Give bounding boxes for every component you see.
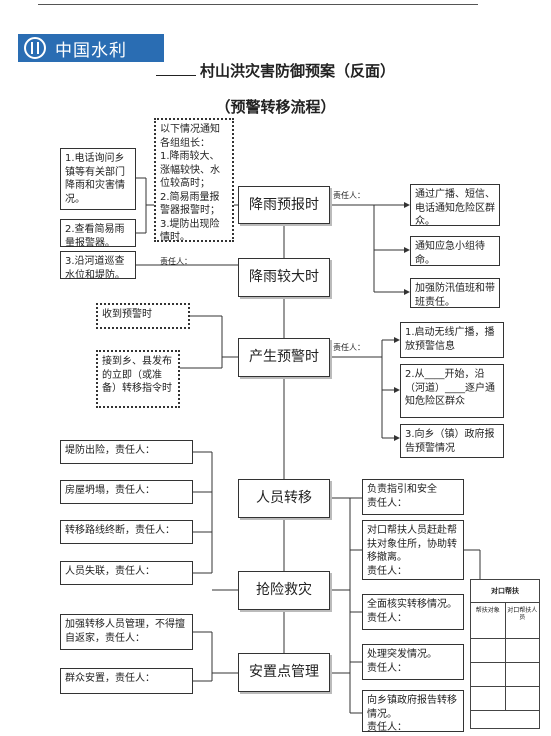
title-text: 村山洪灾害防御预案（反面）: [199, 62, 395, 80]
page-title: 村山洪灾害防御预案（反面）: [0, 60, 551, 81]
strengthen-text: 加强转移人员管理，不得擅自返家，责任人：: [65, 619, 185, 644]
phone-inquiry-box: 1.电话询问乡镇等有关部门降雨和灾害情况。: [60, 148, 136, 210]
receive-order-text: 接到乡、县发布的立即（或准备）转移指令时: [102, 356, 172, 394]
house-collapse-text: 房屋坍塌，责任人：: [65, 485, 155, 496]
check-alarm-box: 2.查看简易雨量报警器。: [60, 219, 136, 249]
receive-order-box: 接到乡、县发布的立即（或准备）转移指令时: [96, 350, 180, 408]
duty-box: 加强防汛值班和带班责任。: [410, 278, 500, 308]
report-gov-box: 3.向乡（镇）政府报告预警情况: [400, 424, 504, 458]
road-cut-text: 转移路线终断，责任人：: [65, 525, 175, 536]
phone-inquiry-text: 1.电话询问乡镇等有关部门降雨和灾害情况。: [65, 153, 125, 205]
verify-text: 全面核实转移情况。 责任人：: [367, 599, 457, 624]
verify-box: 全面核实转移情况。 责任人：: [362, 594, 464, 630]
alarm-on-box: 1.启动无线广播，播放预警信息: [400, 322, 504, 358]
road-cut-box: 转移路线终断，责任人：: [60, 520, 193, 544]
receive-warning-box: 收到预警时: [96, 303, 190, 329]
duty-text: 加强防汛值班和带班责任。: [415, 283, 495, 308]
help-pair-box: 对口帮扶人员赶赴帮扶对象住所，协助转移撤离。 责任人：: [362, 520, 464, 580]
resettle-box: 群众安置，责任人：: [60, 668, 193, 694]
alarm-on-text: 1.启动无线广播，播放预警信息: [405, 327, 495, 352]
emergency-box: 处理突发情况。 责任人：: [362, 644, 464, 680]
broadcast-box: 通过广播、短信、电话通知危险区群众。: [410, 184, 500, 227]
pairing-table-title: 对口帮扶: [471, 580, 539, 603]
node-warning: 产生预警时: [238, 338, 330, 377]
notify-conditions-box: 以下情况通知各组组长： 1.降雨较大、涨幅较快、水位较高时； 2.简易雨量报警器…: [154, 118, 234, 243]
patrol-text: 3.沿河道巡查水位和堤防。: [65, 256, 125, 281]
notify-team-text: 通知应急小组待命。: [415, 241, 485, 266]
door-notify-box: 2.从____开始，沿（河道）____逐户通知危险区群众: [400, 364, 504, 418]
missing-box: 人员失联，责任人：: [60, 561, 193, 585]
node-shelter: 安置点管理: [238, 653, 330, 692]
responsible-label-heavy-rain: 责任人：: [160, 257, 192, 266]
node-rain-forecast: 降雨预报时: [238, 186, 330, 224]
pairing-table-header: 帮扶对象 对口帮扶人员: [471, 603, 539, 639]
resettle-text: 群众安置，责任人：: [65, 673, 155, 684]
notify-conditions-text: 以下情况通知各组组长： 1.降雨较大、涨幅较快、水位较高时； 2.简易雨量报警器…: [160, 124, 220, 243]
pairing-col-helper: 对口帮扶人员: [504, 603, 540, 638]
report-transfer-text: 向乡镇政府报告转移情况。 责任人：: [367, 695, 457, 733]
check-alarm-text: 2.查看简易雨量报警器。: [65, 224, 125, 249]
table-row: [471, 639, 539, 663]
village-blank: [155, 61, 196, 76]
guide-safety-text: 负责指引和安全 责任人：: [367, 484, 437, 509]
top-rule: [38, 4, 478, 5]
notify-team-box: 通知应急小组待命。: [410, 236, 500, 266]
emergency-text: 处理突发情况。 责任人：: [367, 649, 437, 674]
dyke-danger-text: 堤防出险，责任人：: [65, 445, 155, 456]
table-row: [471, 663, 539, 687]
responsible-label-forecast: 责任人：: [333, 191, 365, 200]
page-subtitle: （预警转移流程）: [215, 98, 336, 116]
report-transfer-box: 向乡镇政府报告转移情况。 责任人：: [362, 690, 464, 733]
broadcast-text: 通过广播、短信、电话通知危险区群众。: [415, 189, 495, 227]
logo-text: 中国水利: [55, 40, 127, 61]
receive-warning-text: 收到预警时: [102, 309, 152, 320]
guide-safety-box: 负责指引和安全 责任人：: [362, 479, 464, 515]
report-gov-text: 3.向乡（镇）政府报告预警情况: [405, 429, 495, 454]
strengthen-box: 加强转移人员管理，不得擅自返家，责任人：: [60, 614, 193, 650]
logo: 中国水利: [18, 34, 164, 62]
node-rescue: 抢险救灾: [238, 571, 330, 610]
pairing-table: 对口帮扶 帮扶对象 对口帮扶人员: [470, 579, 540, 729]
patrol-box: 3.沿河道巡查水位和堤防。: [60, 251, 136, 281]
missing-text: 人员失联，责任人：: [65, 566, 155, 577]
door-notify-text: 2.从____开始，沿（河道）____逐户通知危险区群众: [405, 369, 495, 407]
water-logo-icon: [24, 37, 46, 59]
node-transfer: 人员转移: [238, 479, 330, 518]
pairing-col-target: 帮扶对象: [475, 607, 500, 614]
help-pair-text: 对口帮扶人员赶赴帮扶对象住所，协助转移撤离。 责任人：: [367, 525, 457, 577]
responsible-label-warning: 责任人：: [333, 343, 365, 352]
dyke-danger-box: 堤防出险，责任人：: [60, 440, 193, 464]
table-row: [471, 687, 539, 711]
house-collapse-box: 房屋坍塌，责任人：: [60, 480, 193, 504]
node-heavy-rain: 降雨较大时: [238, 258, 330, 297]
